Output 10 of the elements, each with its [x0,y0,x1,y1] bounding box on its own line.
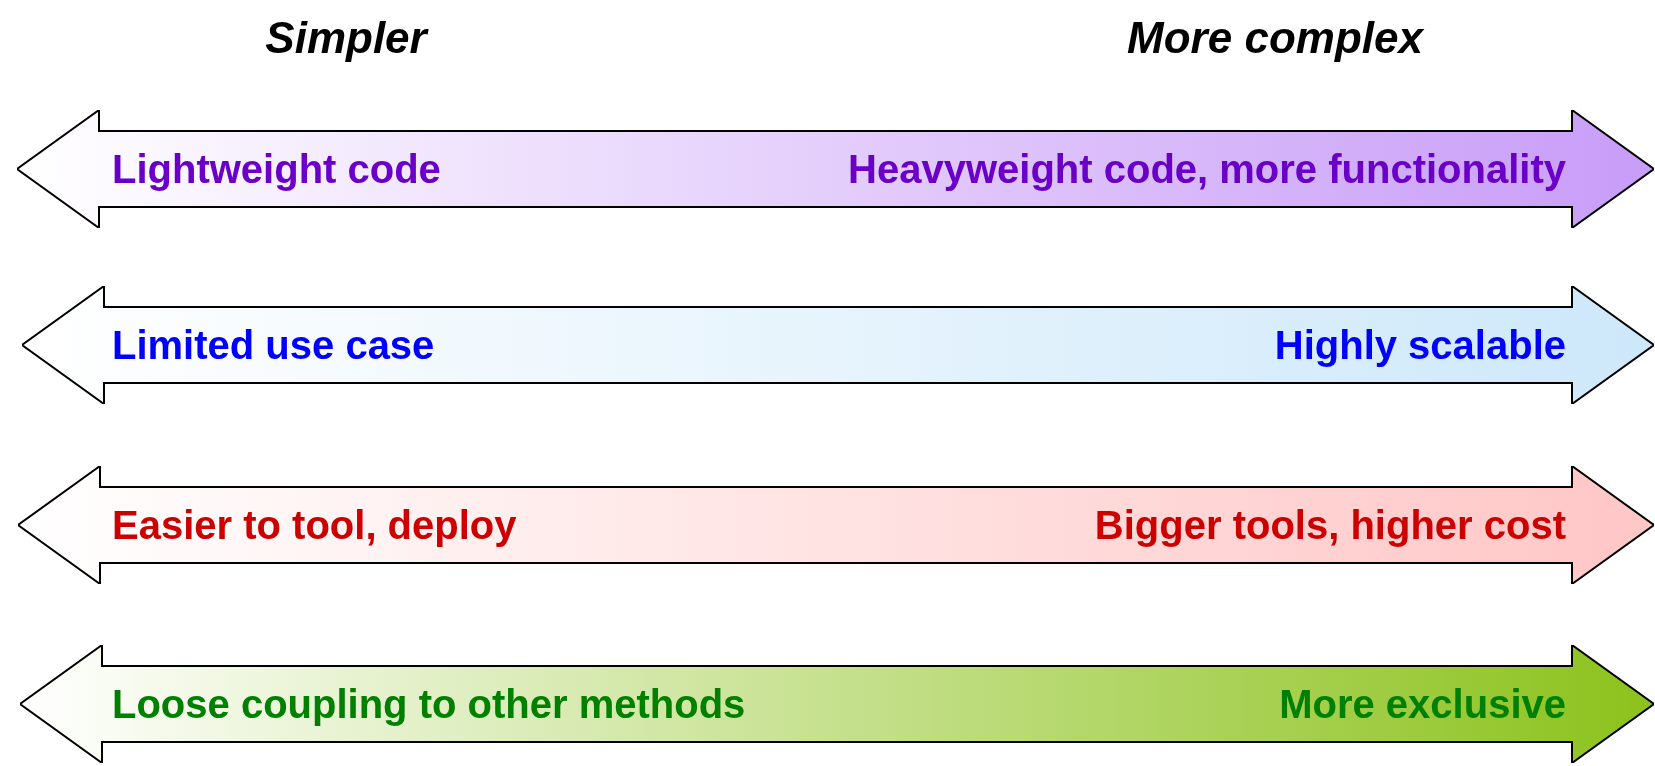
arrow-text: Easier to tool, deploy [112,502,517,548]
arrow-text: Limited use case [112,322,435,368]
column-heading: More complex [1127,12,1423,64]
arrow-text: Highly scalable [1274,322,1566,368]
arrow-text: More exclusive [1279,681,1566,727]
arrow-text: Lightweight code [112,146,441,192]
arrow-text: Loose coupling to other methods [112,681,746,727]
column-heading: Simpler [265,12,427,64]
arrow-text: Heavyweight code, more functionality [848,146,1566,192]
arrow-text: Bigger tools, higher cost [1094,502,1566,548]
